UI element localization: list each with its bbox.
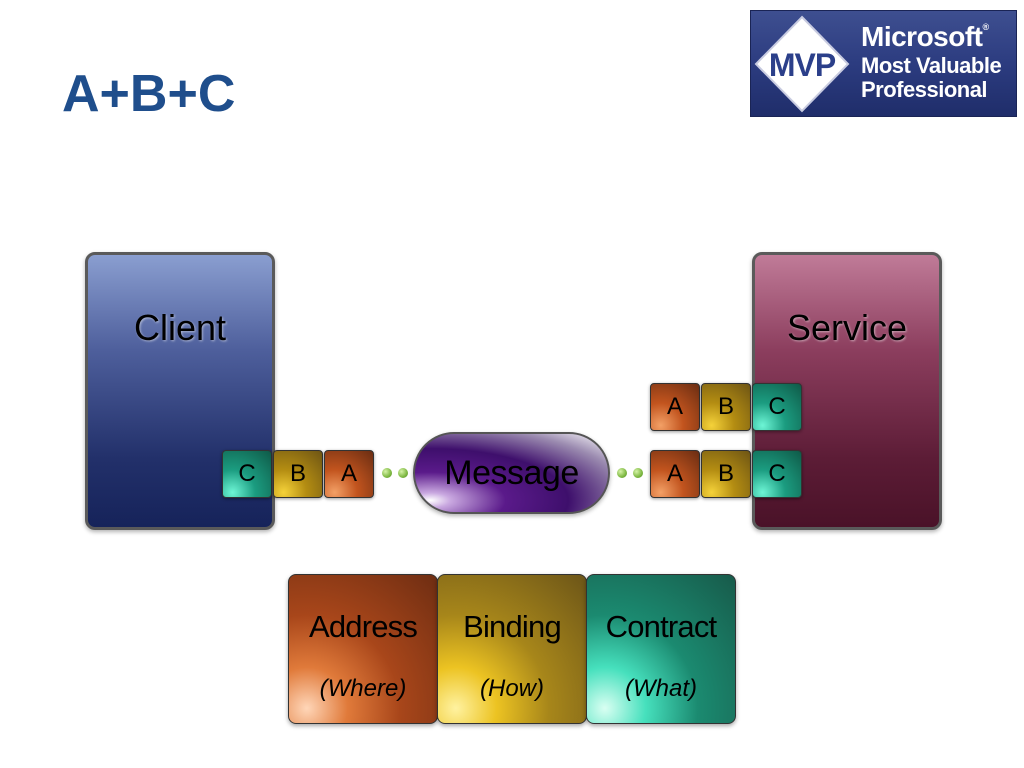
- mvp-diamond-icon: [754, 15, 850, 113]
- client-tile-b: B: [273, 450, 323, 498]
- legend-contract-sub: (What): [625, 675, 697, 702]
- slide-title: A+B+C: [62, 65, 236, 123]
- connector-dot: [382, 468, 392, 478]
- mvp-line-1: Microsoft®: [861, 21, 989, 52]
- client-tile-a: A: [324, 450, 374, 498]
- service-endpoint-2-tile-c: C: [752, 450, 802, 498]
- legend-binding-sub: (How): [480, 675, 544, 702]
- service-label: Service: [786, 307, 908, 348]
- mvp-wordmark: Microsoft® Most Valuable Professional: [861, 21, 1002, 102]
- legend-address: Address (Where): [288, 574, 438, 724]
- service-endpoint-1-tile-a: A: [650, 383, 700, 431]
- legend-address-name: Address: [308, 609, 418, 644]
- client-tile-c: C: [222, 450, 272, 498]
- connector-dot: [633, 468, 643, 478]
- mvp-line-3: Professional: [861, 77, 988, 102]
- client-label: Client: [133, 307, 227, 348]
- service-endpoint-2-tile-a: A: [650, 450, 700, 498]
- legend-binding-name: Binding: [463, 609, 562, 644]
- service-endpoint-2-tile-b: B: [701, 450, 751, 498]
- legend-contract-name: Contract: [605, 609, 718, 644]
- service-endpoint-1-tile-c: C: [752, 383, 802, 431]
- connector-dot: [398, 468, 408, 478]
- message-pill: Message: [413, 432, 610, 514]
- service-panel: Service: [752, 252, 942, 530]
- mvp-line-2: Most Valuable: [861, 53, 1002, 78]
- legend-contract: Contract (What): [586, 574, 736, 724]
- mvp-badge-text: MVP: [768, 47, 836, 83]
- mvp-logo: MVP Microsoft® Most Valuable Professiona…: [750, 10, 1017, 117]
- service-endpoint-1-tile-b: B: [701, 383, 751, 431]
- legend-address-sub: (Where): [319, 675, 407, 702]
- connector-dot: [617, 468, 627, 478]
- legend-binding: Binding (How): [437, 574, 587, 724]
